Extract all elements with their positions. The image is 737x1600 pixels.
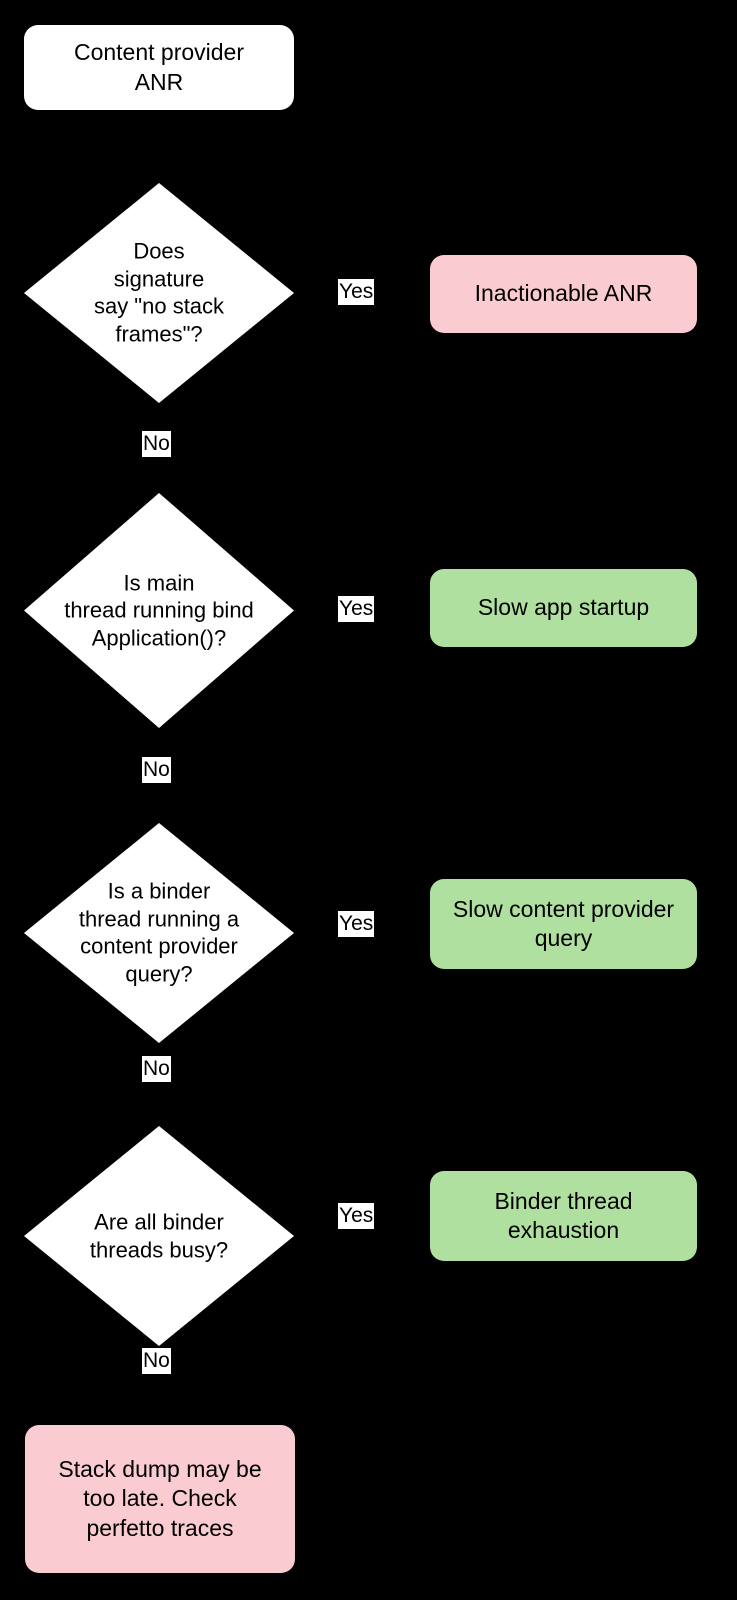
diamond-shape (24, 823, 294, 1043)
node-start[interactable]: Content provider ANR (24, 25, 294, 110)
node-outcome-slow-app-startup[interactable]: Slow app startup (430, 569, 697, 647)
edge-label-no-4: No (142, 1348, 171, 1374)
connector-decision-4-no (157, 1346, 160, 1425)
node-outcome-slow-content-provider-query[interactable]: Slow content provider query (430, 879, 697, 969)
edge-label-no-1: No (142, 431, 171, 457)
edge-label-yes-3: Yes (338, 911, 375, 937)
node-outcome-binder-thread-exhaustion[interactable]: Binder thread exhaustion (430, 1171, 697, 1261)
node-terminal-label: Stack dump may be too late. Check perfet… (58, 1455, 262, 1541)
edge-label-yes-1: Yes (338, 279, 375, 305)
node-outcome-1-label: Inactionable ANR (474, 280, 653, 307)
node-outcome-2-label: Slow app startup (477, 594, 650, 621)
node-decision-signature-no-stack-frames[interactable]: Does signature say "no stack frames"? (24, 183, 294, 403)
node-decision-binder-thread-content-provider-query[interactable]: Is a binder thread running a content pro… (24, 823, 294, 1043)
edge-label-yes-4: Yes (338, 1203, 375, 1229)
node-decision-all-binder-threads-busy[interactable]: Are all binder threads busy? (24, 1126, 294, 1346)
node-outcome-inactionable-anr[interactable]: Inactionable ANR (430, 255, 697, 333)
diamond-shape (24, 1126, 294, 1346)
edge-label-yes-2: Yes (338, 596, 375, 622)
connector-start-to-decision-1 (157, 110, 160, 183)
diamond-shape (24, 183, 294, 403)
node-outcome-4-label: Binder thread exhaustion (494, 1187, 633, 1243)
diamond-shape (24, 493, 294, 728)
connector-decision-3-no (157, 1043, 160, 1126)
node-start-label: Content provider ANR (73, 39, 245, 95)
node-outcome-3-label: Slow content provider query (452, 895, 675, 951)
edge-label-no-3: No (142, 1056, 171, 1082)
edge-label-no-2: No (142, 757, 171, 783)
node-terminal-stack-dump-too-late[interactable]: Stack dump may be too late. Check perfet… (25, 1425, 295, 1573)
node-decision-main-thread-bind-application[interactable]: Is main thread running bind Application(… (24, 493, 294, 728)
